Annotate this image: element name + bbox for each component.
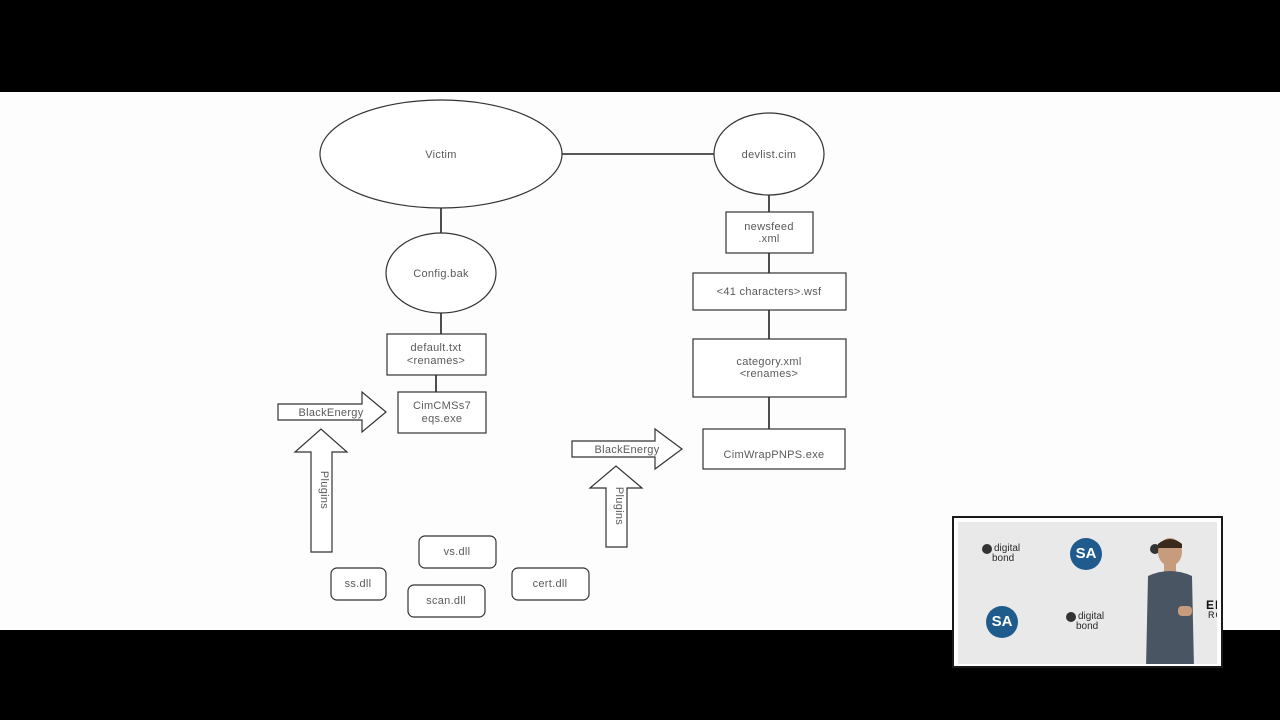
cert-dll-label: cert.dll	[533, 578, 568, 590]
blackenergy-left-label: BlackEnergy	[298, 407, 363, 419]
cimwrap-node: CimWrapPNPS.exe	[702, 428, 846, 470]
newsfeed-label-line1: newsfeed	[744, 221, 794, 233]
digital-bond-logo: digital bond	[982, 544, 1020, 564]
cimwrap-label: CimWrapPNPS.exe	[724, 449, 825, 461]
category-label-line1: category.xml	[736, 356, 801, 368]
wall-sign-text: END	[1206, 598, 1217, 612]
digital-bond-text: digital	[994, 543, 1021, 554]
default-txt-node: default.txt <renames>	[386, 333, 487, 376]
plugins-arrow-right: Plugins	[588, 465, 644, 548]
wall-sign-text-2: RO	[1208, 610, 1217, 620]
presenter-backdrop: digital bond SA SA digital bond END RO	[958, 522, 1217, 664]
sa-logo-2: SA	[986, 606, 1018, 638]
digital-bond-mark-icon-2	[1066, 612, 1076, 622]
ss-dll-node: ss.dll	[330, 567, 387, 601]
presenter-figure	[1146, 538, 1194, 664]
digital-bond-text-4: bond	[1076, 621, 1099, 632]
cimcms-label-line1: CimCMSs7	[413, 400, 471, 412]
digital-bond-mark-icon-3	[1150, 544, 1160, 554]
cert-dll-node: cert.dll	[511, 567, 590, 601]
default-label-line1: default.txt	[411, 342, 462, 354]
newsfeed-label-line2: .xml	[758, 233, 779, 245]
victim-node: Victim	[319, 99, 563, 209]
digital-bond-text-2: bond	[992, 553, 1015, 564]
digital-bond-text-3: digital	[1078, 611, 1105, 622]
category-node: category.xml <renames>	[692, 338, 847, 398]
blackenergy-arrow-right: BlackEnergy	[571, 427, 684, 471]
slide: Victim devlist.cim Config.bak default.tx…	[0, 92, 1280, 630]
ss-dll-label: ss.dll	[345, 578, 372, 590]
malware-flow-diagram: Victim devlist.cim Config.bak default.tx…	[277, 99, 847, 618]
digital-bond-logo-3	[1150, 544, 1162, 554]
newsfeed-node: newsfeed .xml	[725, 211, 814, 254]
cimcms-label-line2: eqs.exe	[422, 413, 463, 425]
blackenergy-right-label: BlackEnergy	[594, 444, 659, 456]
vs-dll-node: vs.dll	[418, 535, 497, 569]
digital-bond-logo-2: digital bond	[1066, 612, 1104, 632]
scan-dll-label: scan.dll	[426, 595, 466, 607]
digital-bond-mark-icon	[982, 544, 992, 554]
presenter-video-feed: digital bond SA SA digital bond END RO	[952, 516, 1223, 668]
default-label-line2: <renames>	[407, 355, 465, 367]
sa-logo: SA	[1070, 538, 1102, 570]
plugins-left-label: Plugins	[318, 471, 330, 509]
scan-dll-node: scan.dll	[407, 584, 486, 618]
vs-dll-label: vs.dll	[444, 546, 471, 558]
plugins-arrow-left: Plugins	[293, 428, 349, 553]
wsf-node: <41 characters>.wsf	[692, 272, 847, 311]
blackenergy-arrow-left: BlackEnergy	[277, 390, 387, 434]
plugins-right-label: Plugins	[613, 487, 625, 525]
category-label-line2: <renames>	[740, 368, 798, 380]
config-node: Config.bak	[385, 232, 497, 314]
devlist-node: devlist.cim	[713, 112, 825, 196]
config-label: Config.bak	[413, 268, 469, 280]
victim-label: Victim	[425, 149, 457, 161]
devlist-label: devlist.cim	[742, 149, 797, 161]
cimcms-node: CimCMSs7 eqs.exe	[397, 391, 487, 434]
wsf-label: <41 characters>.wsf	[717, 286, 822, 298]
